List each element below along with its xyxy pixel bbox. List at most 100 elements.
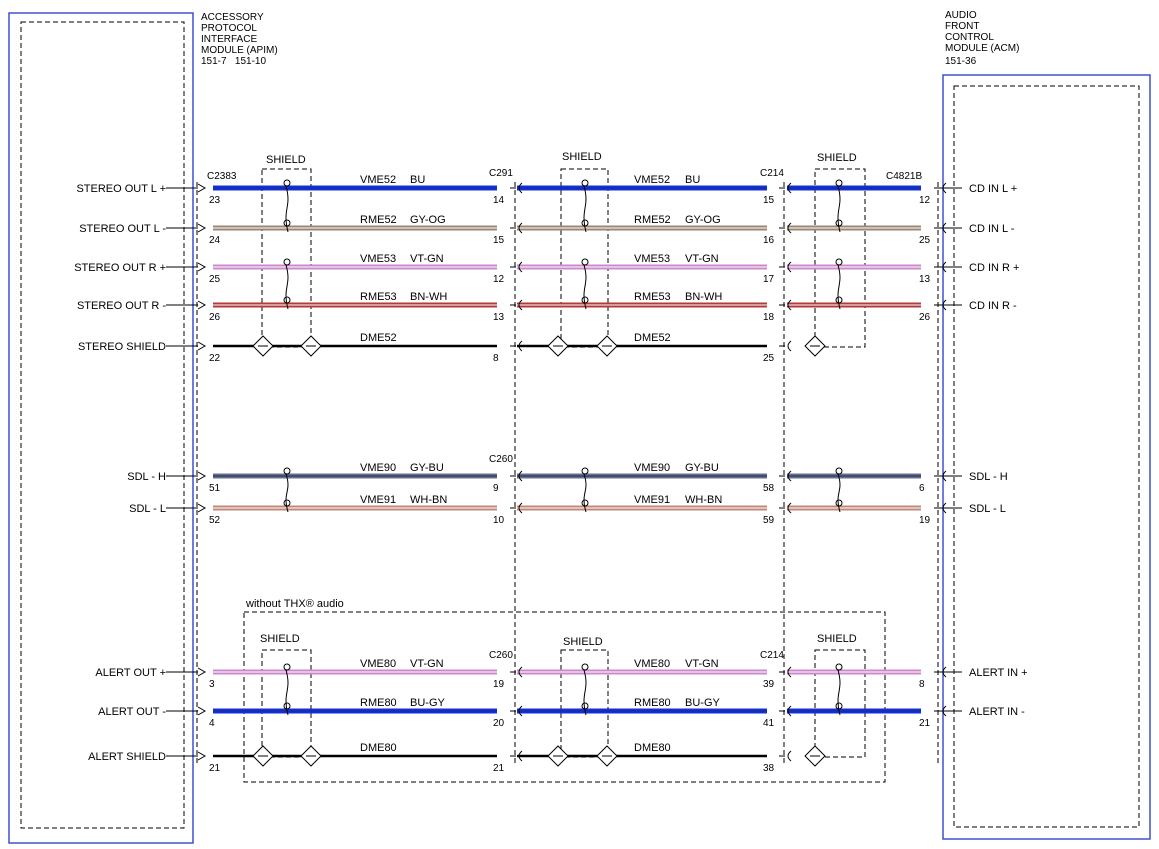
signal-label-left: SDL - L: [129, 503, 166, 515]
wire-color-right: BN-WH: [685, 291, 722, 303]
connector-terminal: [518, 182, 523, 194]
pin-number: 21: [493, 763, 505, 774]
connector-terminal: [787, 666, 792, 678]
twist-mark: [835, 467, 843, 475]
connector-terminal: [197, 183, 207, 193]
signal-label-left: STEREO OUT R +: [74, 262, 166, 274]
signal-label-left: ALERT OUT +: [95, 667, 166, 679]
wire-name-left: VME80: [360, 658, 396, 670]
connector-terminal: [787, 705, 792, 717]
wire-name-left: VME90: [360, 462, 396, 474]
pin-number: 12: [919, 195, 931, 206]
acm-title-line-1: AUDIO: [945, 10, 977, 21]
shield-box-stereo-1: [261, 168, 312, 348]
connector-terminal: [787, 502, 792, 514]
acm-module-inner: [953, 85, 1140, 828]
twist-mark: [283, 663, 291, 671]
connector-terminal: [518, 470, 523, 482]
shield-label-3: SHIELD: [817, 152, 857, 164]
twist-mark: [581, 258, 589, 266]
acm-module-border: [942, 74, 1151, 840]
pin-number: 18: [763, 312, 775, 323]
connector-bodies: [196, 182, 939, 765]
twisted-pair-link: [837, 669, 841, 716]
shield-label-5: SHIELD: [563, 636, 603, 648]
pin-number: 10: [493, 515, 505, 526]
wire-name-left: DME52: [360, 332, 397, 344]
pin-number: 16: [763, 235, 775, 246]
wire-color-right: VT-GN: [685, 658, 719, 670]
wire-name-right: VME80: [634, 658, 670, 670]
pin-number: 17: [763, 274, 775, 285]
wire-color-left: WH-BN: [410, 494, 447, 506]
apim-module-border: [8, 12, 194, 844]
connector-terminal: [197, 223, 207, 233]
signal-label-left: STEREO SHIELD: [78, 341, 166, 353]
wire-color-left: BN-WH: [410, 291, 447, 303]
twist-mark: [283, 258, 291, 266]
acm-title-line-3: CONTROL: [945, 32, 994, 43]
pin-number: 26: [919, 312, 931, 323]
twist-mark: [581, 179, 589, 187]
connector-terminal: [197, 471, 207, 481]
signal-label-left: STEREO OUT L +: [76, 183, 166, 195]
connector-terminal: [942, 222, 947, 234]
pin-number: 8: [493, 353, 499, 364]
without-thx-label: without THX® audio: [245, 598, 344, 610]
connector-terminal: [518, 299, 523, 311]
pin-number: 38: [763, 763, 775, 774]
shield-label-1: SHIELD: [266, 154, 306, 166]
connector-terminal: [518, 222, 523, 234]
connector-terminal: [787, 182, 792, 194]
signal-label-left: SDL - H: [127, 471, 166, 483]
pin-number: 21: [209, 763, 221, 774]
wire-color-right: BU: [685, 174, 700, 186]
twisted-pair-link: [583, 669, 587, 716]
signal-label-right: CD IN R -: [969, 300, 1017, 312]
twisted-pair-link: [837, 185, 841, 233]
connector-terminal: [787, 340, 792, 352]
connector-terminal: [197, 667, 207, 677]
pin-number: 15: [763, 195, 775, 206]
connector-terminal: [197, 503, 207, 513]
wire-name-left: DME80: [360, 742, 397, 754]
twist-mark: [835, 663, 843, 671]
wire-color-right: VT-GN: [685, 253, 719, 265]
pin-number: 9: [493, 483, 499, 494]
apim-refs: 151-7 151-10: [201, 56, 266, 67]
wire-name-left: VME53: [360, 253, 396, 265]
connector-terminal: [942, 470, 947, 482]
connector-terminal: [942, 666, 947, 678]
pin-number: 12: [493, 274, 505, 285]
apim-title-line-4: MODULE (APIM): [201, 45, 278, 56]
wire-name-right: VME90: [634, 462, 670, 474]
connector-terminal: [787, 261, 792, 273]
acm-title: AUDIO FRONT CONTROL MODULE (ACM) 151-36: [945, 10, 1019, 67]
twisted-pair-link: [285, 669, 289, 716]
wire-color-right: GY-OG: [685, 214, 721, 226]
wire-name-right: RME52: [634, 214, 671, 226]
wire-color-left: VT-GN: [410, 253, 444, 265]
pin-number: 58: [763, 483, 775, 494]
connector-terminal: [942, 502, 947, 514]
shield-box-stereo-3: [814, 168, 866, 348]
twist-mark: [283, 179, 291, 187]
wire-name-right: VME91: [634, 494, 670, 506]
twisted-pair-link: [285, 185, 289, 233]
pin-number: 21: [919, 718, 931, 729]
pin-number: 41: [763, 718, 775, 729]
wire-color-left: BU: [410, 174, 425, 186]
apim-title-line-1: ACCESSORY: [201, 12, 264, 23]
signal-label-left: ALERT SHIELD: [88, 751, 166, 763]
connector-terminal: [518, 666, 523, 678]
connector-terminal: [787, 222, 792, 234]
connector-c260-label: C260: [489, 454, 513, 465]
wire-name-left: VME52: [360, 174, 396, 186]
acm-title-line-4: MODULE (ACM): [945, 43, 1019, 54]
connector-terminal: [518, 261, 523, 273]
